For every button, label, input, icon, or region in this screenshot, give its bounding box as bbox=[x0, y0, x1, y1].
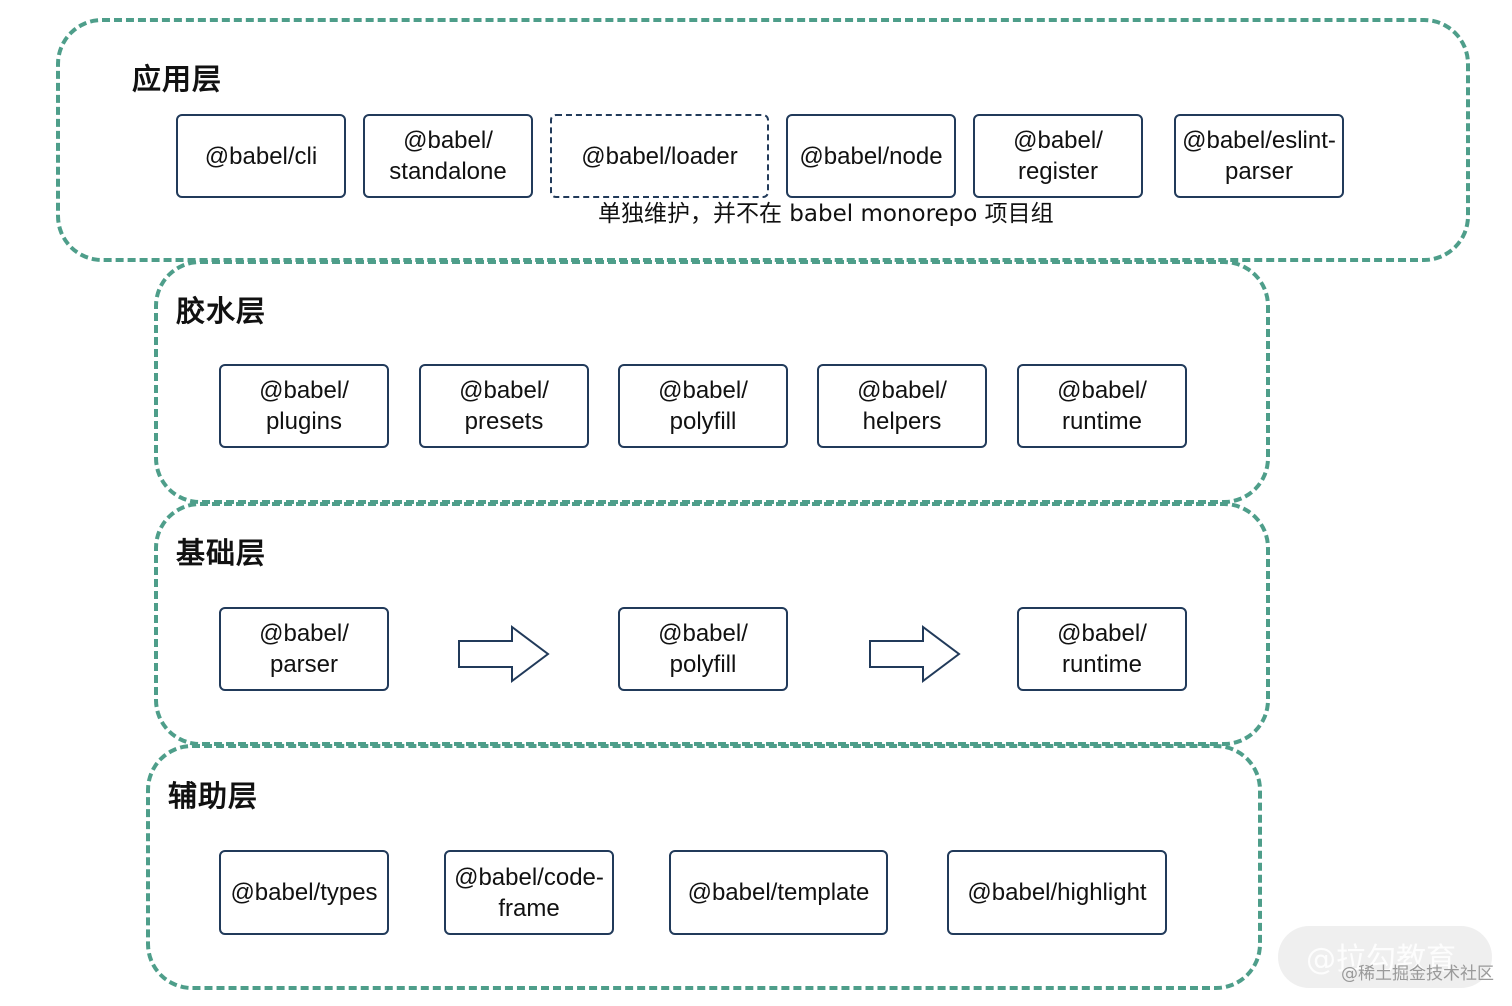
package-box-babel-loader: @babel/loader bbox=[550, 114, 769, 198]
package-box-babel-template: @babel/template bbox=[669, 850, 888, 935]
right-arrow-icon bbox=[869, 625, 961, 683]
package-box-babel-register: @babel/ register bbox=[973, 114, 1143, 198]
loader-note: 单独维护，并不在 babel monorepo 项目组 bbox=[598, 201, 1054, 227]
package-box-babel-code-frame: @babel/code- frame bbox=[444, 850, 614, 935]
package-box-babel-polyfill-foundation: @babel/ polyfill bbox=[618, 607, 788, 691]
package-box-babel-parser: @babel/ parser bbox=[219, 607, 389, 691]
package-box-babel-types: @babel/types bbox=[219, 850, 389, 935]
right-arrow-icon bbox=[458, 625, 550, 683]
package-box-babel-node: @babel/node bbox=[786, 114, 956, 198]
package-box-babel-helpers: @babel/ helpers bbox=[817, 364, 987, 448]
application-layer-title: 应用层 bbox=[132, 62, 223, 96]
package-box-babel-plugins: @babel/ plugins bbox=[219, 364, 389, 448]
watermark-badge bbox=[1278, 926, 1492, 988]
watermark-background-text: @拉勾教育 bbox=[1306, 942, 1456, 977]
package-box-babel-eslint-parser: @babel/eslint- parser bbox=[1174, 114, 1344, 198]
package-box-babel-standalone: @babel/ standalone bbox=[363, 114, 533, 198]
auxiliary-layer bbox=[146, 744, 1262, 990]
watermark-text: @稀土掘金技术社区 bbox=[1341, 964, 1494, 984]
auxiliary-layer-title: 辅助层 bbox=[168, 779, 259, 813]
package-box-babel-polyfill: @babel/ polyfill bbox=[618, 364, 788, 448]
package-box-babel-runtime: @babel/ runtime bbox=[1017, 364, 1187, 448]
foundation-layer-title: 基础层 bbox=[176, 536, 267, 570]
package-box-babel-runtime-foundation: @babel/ runtime bbox=[1017, 607, 1187, 691]
package-box-babel-highlight: @babel/highlight bbox=[947, 850, 1167, 935]
glue-layer-title: 胶水层 bbox=[176, 294, 267, 328]
package-box-babel-presets: @babel/ presets bbox=[419, 364, 589, 448]
package-box-babel-cli: @babel/cli bbox=[176, 114, 346, 198]
